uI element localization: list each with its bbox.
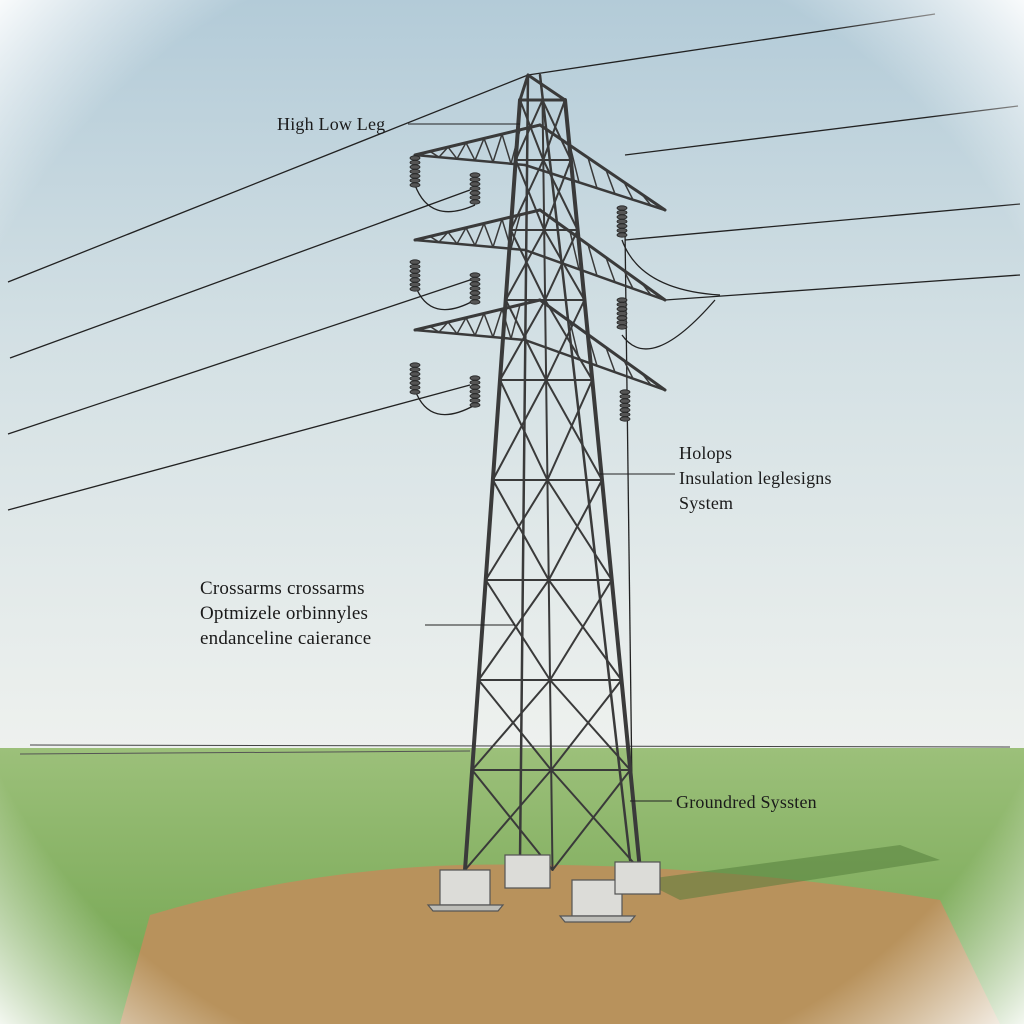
label-line: Insulation leglesigns [679,468,832,488]
label-line: Crossarms crossarms [200,578,365,599]
label-crossarms: Crossarms crossarms Optmizele orbinnyles… [200,576,371,651]
label-line: Optmizele orbinnyles [200,603,369,624]
label-high-low-leg: High Low Leg [277,114,386,134]
label-line: System [679,493,734,513]
label-insulation-system: Holops Insulation leglesigns System [679,441,832,516]
label-line: Holops [679,443,733,463]
label-line: endanceline caierance [200,628,372,649]
label-grounded-system: Groundred Syssten [676,792,817,812]
